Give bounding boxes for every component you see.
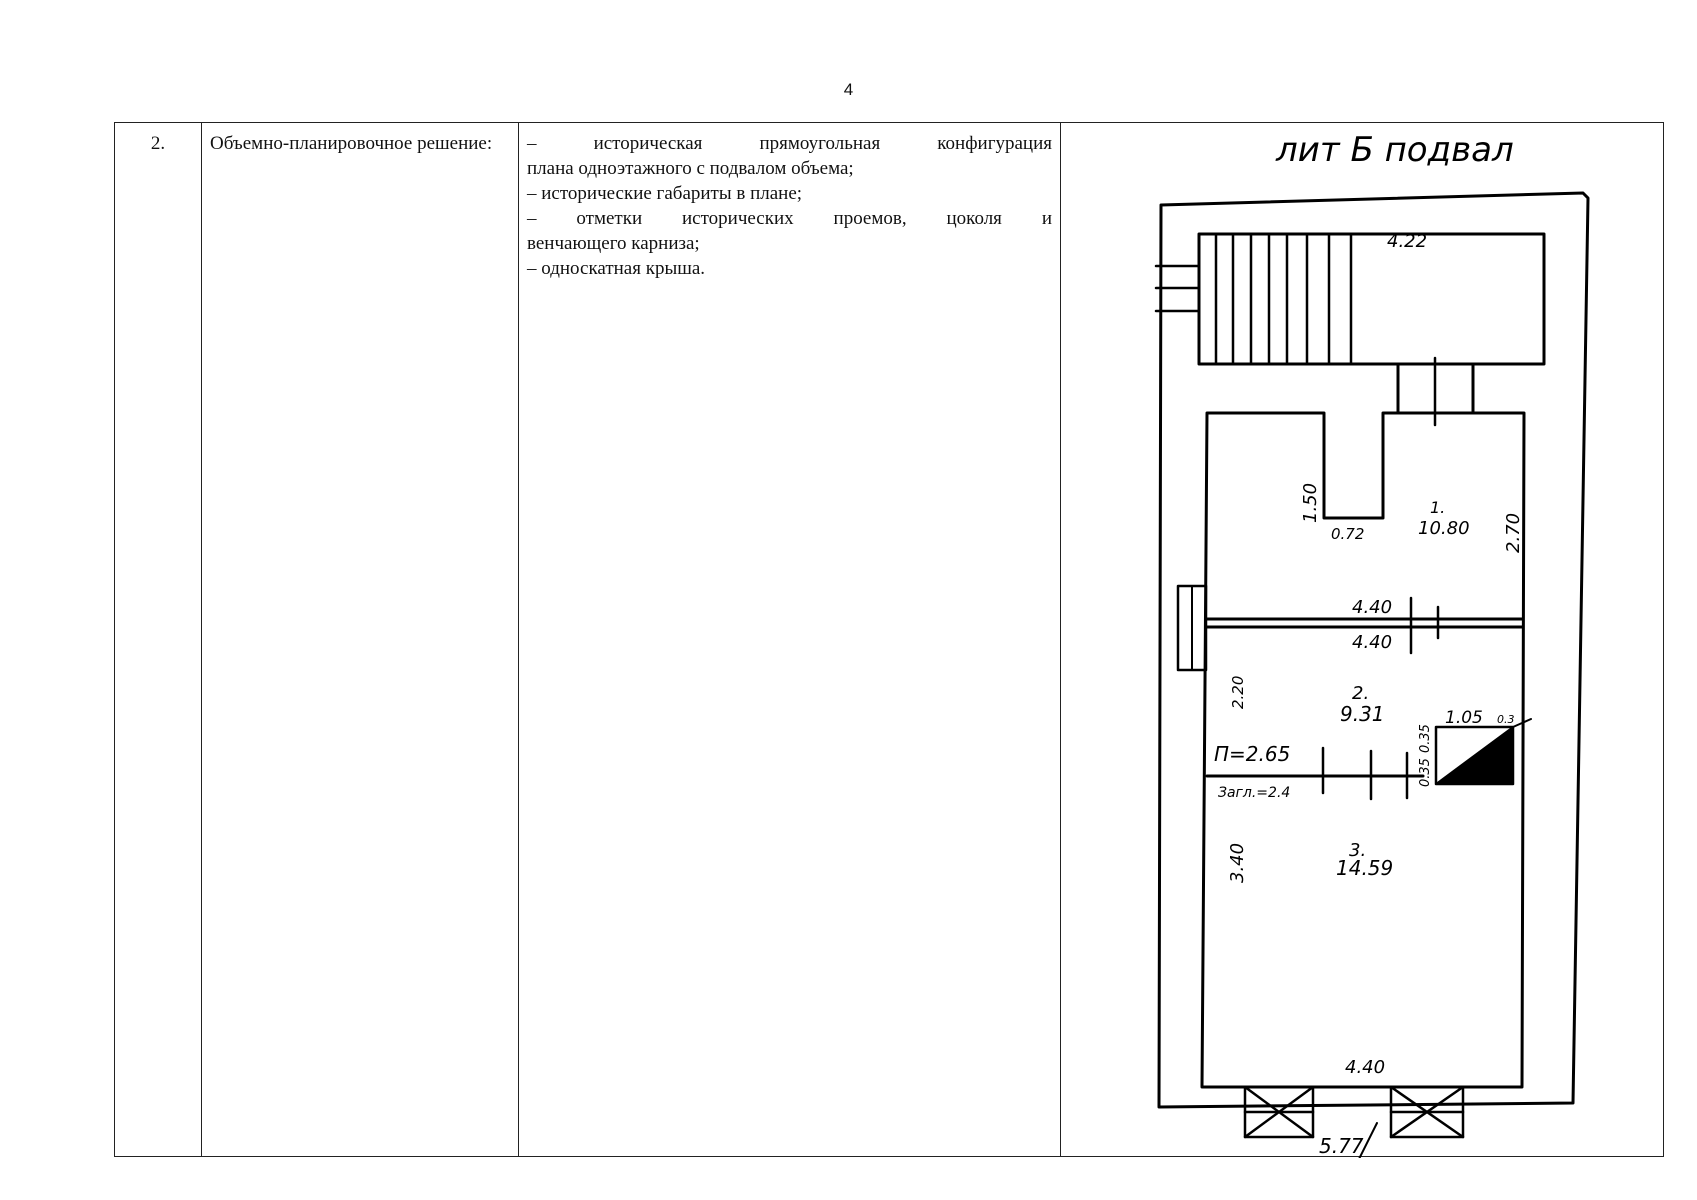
- niche-width-label: 0.72: [1331, 525, 1364, 543]
- row-name: Объемно-планировочное решение:: [201, 122, 519, 1157]
- room1-area: 10.80: [1418, 518, 1470, 539]
- stair-block: [1197, 232, 1546, 366]
- description-line: – историческая прямоугольная конфигураци…: [527, 133, 1052, 154]
- room3-length-label: 3.40: [1227, 843, 1248, 883]
- stair-small-label: 0.3: [1497, 713, 1515, 726]
- page-number: 4: [843, 80, 854, 99]
- room2-length-label: 2.20: [1229, 676, 1247, 709]
- stair-vertical-label-1: 0.35: [1418, 724, 1433, 753]
- description-line: – исторические габариты в плане;: [527, 183, 803, 204]
- depth-label: Загл.=2.4: [1218, 785, 1290, 801]
- top-width-label: 4.22: [1387, 231, 1427, 252]
- description-line: плана одноэтажного с подвалом объема;: [527, 158, 854, 179]
- room3-number: 3.: [1349, 840, 1366, 861]
- niche-depth-label: 1.50: [1300, 483, 1321, 523]
- bottom-width-label: 4.40: [1345, 1057, 1385, 1078]
- room2-number: 2.: [1352, 683, 1369, 704]
- partition-bottom-label: 4.40: [1352, 632, 1392, 653]
- protection-subject-table: 2. Объемно-планировочное решение: – исто…: [114, 122, 1664, 1158]
- table-row: 2. Объемно-планировочное решение: – исто…: [114, 122, 1664, 1158]
- room1-length-label: 2.70: [1503, 513, 1524, 553]
- plan-outer-outline: [1157, 191, 1590, 1109]
- stair-width-label: 1.05: [1445, 708, 1483, 728]
- stair-steps: [1214, 232, 1353, 366]
- bottom-door-right: [1389, 1085, 1465, 1139]
- ceiling-height-label: П=2.65: [1214, 742, 1290, 766]
- floor-plan-cell: лит Б подвал 4.22 1.50 0.72 1. 10.80 2.7…: [1060, 122, 1664, 1158]
- description-line: – отметки исторических проемов, цоколя и: [527, 208, 1052, 229]
- description-line: – односкатная крыша.: [527, 258, 706, 279]
- stair-entrance-ticks: [1154, 264, 1201, 313]
- outer-width-label: 5.77: [1319, 1134, 1364, 1158]
- partition-top-label: 4.40: [1352, 597, 1392, 618]
- row-number: 2.: [114, 122, 202, 1157]
- room1-number: 1.: [1430, 498, 1445, 517]
- plan-title: лит Б подвал: [1275, 130, 1514, 170]
- basement-floor-plan: лит Б подвал 4.22 1.50 0.72 1. 10.80 2.7…: [1154, 130, 1590, 1158]
- stair-vertical-label-2: 0.35: [1418, 758, 1433, 787]
- description-line: венчающего карниза;: [527, 233, 700, 254]
- row-description: – историческая прямоугольная конфигураци…: [518, 122, 1061, 1157]
- bottom-door-left: [1243, 1085, 1315, 1139]
- room2-area: 9.31: [1340, 702, 1385, 726]
- room3-area: 14.59: [1336, 856, 1393, 880]
